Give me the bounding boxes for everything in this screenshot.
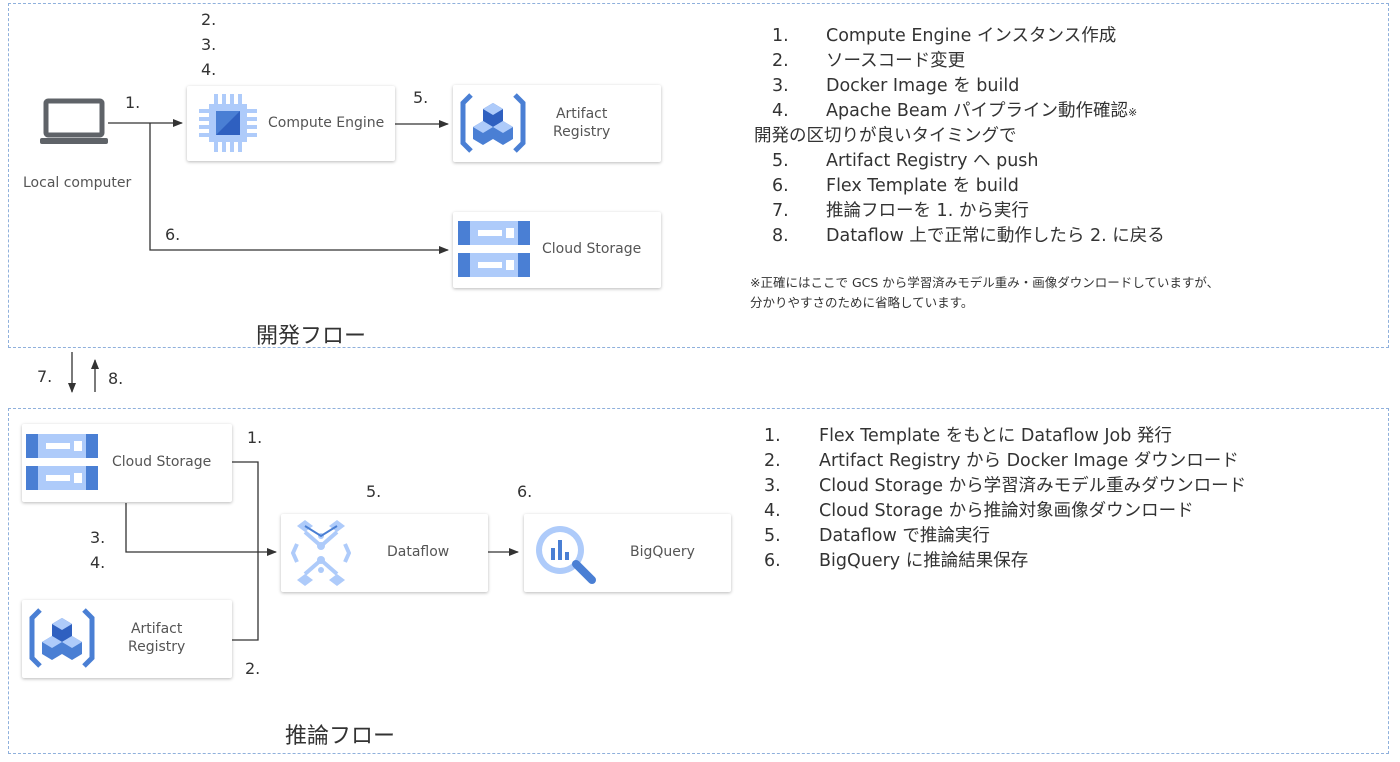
inf-step-4: 4.Cloud Storage から推論対象画像ダウンロード [764,501,1194,521]
artifact-registry-label-dev: Artifact Registry [553,106,611,140]
dataflow-card: Dataflow [281,514,488,592]
dev-edge-label-3: 3. [201,35,217,54]
cloud-storage-icon [458,221,530,283]
bigquery-icon [532,522,602,592]
dev-steps-list: 1.Compute Engine インスタンス作成 2.ソースコード変更 3.D… [754,24,1165,249]
bigquery-card: BigQuery [524,514,731,592]
inf-edge-label-2: 2. [245,659,261,678]
dev-flow-panel [8,3,1389,348]
artifact-registry-card-dev: Artifact Registry [453,85,661,162]
dev-step-1: 1.Compute Engine インスタンス作成 [772,26,1117,46]
dev-step-5: 5.Artifact Registry へ push [772,151,1039,171]
inf-edge-label-1: 1. [247,428,263,447]
inf-edge-label-4: 4. [90,553,106,572]
footnote-line-1: ※正確にはここで GCS から学習済みモデル重み・画像ダウンロードしていますが、 [750,275,1220,290]
dev-step-4: 4.Apache Beam パイプライン動作確認※ [772,101,1138,121]
inf-edge-label-3: 3. [90,528,106,547]
dataflow-label: Dataflow [387,544,450,560]
cloud-storage-card-inf: Cloud Storage [22,424,232,502]
compute-engine-icon [197,92,259,158]
artifact-registry-label-inf: Artifact Registry [128,621,186,655]
dev-step-3: 3.Docker Image を build [772,76,1020,96]
local-computer-label: Local computer [23,175,132,191]
inference-steps-list: 1.Flex Template をもとに Dataflow Job 発行 2.A… [764,424,1247,574]
dataflow-icon [290,518,352,592]
cloud-storage-icon [26,434,98,496]
inf-step-2: 2.Artifact Registry から Docker Image ダウンロ… [764,451,1239,471]
dev-step-7: 7.推論フローを 1. から実行 [772,201,1029,221]
bigquery-label: BigQuery [630,544,695,560]
dev-step-8: 8.Dataflow 上で正常に動作したら 2. に戻る [772,226,1165,246]
dev-edge-label-4: 4. [201,60,217,79]
inf-step-5: 5.Dataflow で推論実行 [764,526,990,546]
dev-edge-label-5: 5. [413,88,429,107]
dev-subheading: 開発の区切りが良いタイミングで [754,126,1017,146]
artifact-registry-card-inf: Artifact Registry [22,600,232,678]
dev-step-6: 6.Flex Template を build [772,176,1019,196]
cloud-storage-card-dev: Cloud Storage [453,212,661,288]
dev-flow-title: 開発フロー [256,324,367,349]
inf-step-1: 1.Flex Template をもとに Dataflow Job 発行 [764,426,1172,446]
compute-engine-card: Compute Engine [187,86,395,161]
artifact-registry-icon [28,606,96,674]
inference-flow-panel [8,408,1389,754]
footnote-line-2: 分かりやすさのために省略しています。 [750,295,974,310]
dev-edge-label-1: 1. [125,93,141,112]
compute-engine-label: Compute Engine [268,115,385,131]
inf-edge-label-5: 5. [366,482,382,501]
dev-edge-label-6: 6. [165,225,181,244]
cloud-storage-label-dev: Cloud Storage [542,241,642,257]
inference-flow-title: 推論フロー [285,724,396,749]
inf-edge-label-6: 6. [517,482,533,501]
inf-step-3: 3.Cloud Storage から学習済みモデル重みダウンロード [764,476,1247,496]
between-label-7: 7. [37,367,53,386]
dev-edge-label-2: 2. [201,10,217,29]
cloud-storage-label-inf: Cloud Storage [112,454,212,470]
dev-footnote: ※正確にはここで GCS から学習済みモデル重み・画像ダウンロードしていますが、… [750,273,1219,313]
dev-step-2: 2.ソースコード変更 [772,51,966,71]
artifact-registry-icon [459,91,527,159]
laptop-icon [40,98,112,150]
between-label-8: 8. [108,369,124,388]
inf-step-6: 6.BigQuery に推論結果保存 [764,551,1029,571]
